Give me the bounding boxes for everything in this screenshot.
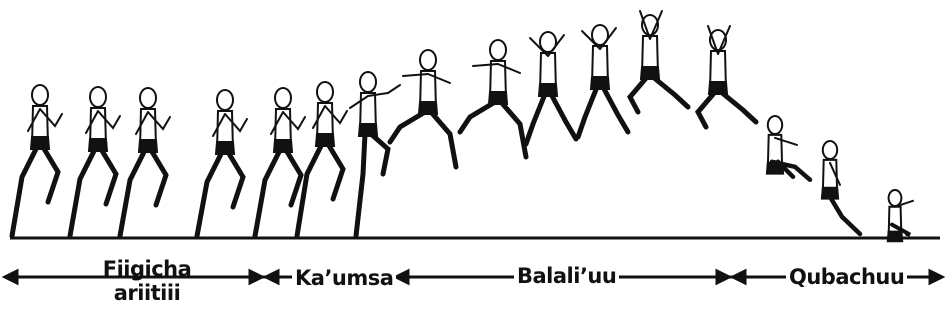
athlete-figure [252,87,306,239]
athlete-figures [9,10,914,243]
arrow-head-left-landing [729,268,747,286]
athlete-shorts [87,138,109,152]
athlete-legs [67,146,119,239]
athlete-head [216,89,234,111]
athlete-arms [27,108,63,132]
athlete-arms [894,199,914,208]
athlete-arms [85,110,121,134]
athlete-legs [694,89,759,130]
athlete-figure [626,10,691,115]
athlete-legs [353,131,391,239]
arrow-head-left-start [1,268,19,286]
athlete-figure [820,140,863,237]
athlete-head [419,49,437,71]
athlete-legs [523,91,579,147]
athlete-figure [294,81,348,239]
athlete-legs [387,109,459,170]
athlete-shorts [886,230,904,243]
athlete-arms [212,113,248,137]
athlete-figure [523,31,579,147]
athlete-figure [9,84,63,239]
athlete-legs [626,74,691,115]
athlete-shorts [29,136,51,150]
athlete-shorts [137,139,159,153]
phase-label-approach-line2: ariitiii [113,281,181,305]
arrow-head-right-approach [248,268,266,286]
phase-arrows [1,268,946,286]
phase-label-landing: Qubachuu [786,265,908,289]
athlete-legs [252,147,304,239]
athlete-arms [402,73,451,84]
athlete-legs [294,141,346,239]
arrow-head-right-end [928,268,946,286]
athlete-arms [135,111,171,135]
athlete-legs [575,84,631,140]
athlete-arms [829,161,841,186]
athlete-head [139,87,157,109]
athlete-figure [457,39,529,160]
athlete-arms [270,111,306,135]
athlete-shorts [272,139,294,153]
athlete-figure [765,115,813,183]
athlete-figure [117,87,171,239]
athlete-arms [774,136,798,146]
athlete-legs [117,147,169,239]
athlete-shorts [589,76,611,90]
athlete-figure [886,189,914,243]
athlete-figure [349,71,401,239]
athlete-legs [457,99,529,160]
athlete-figure [194,89,248,239]
athlete-head [489,39,507,61]
athlete-arms [639,10,663,40]
athlete-legs [769,159,813,183]
athlete-arms [349,84,401,109]
athlete-figure [67,86,121,239]
arrow-head-right-flight [715,268,733,286]
athlete-arms [312,105,348,129]
athlete-head [31,84,49,106]
athlete-shorts [537,83,559,97]
athlete-head [316,81,334,103]
athlete-head [887,189,903,207]
athlete-head [821,140,839,160]
athlete-head [89,86,107,108]
athlete-arms [581,27,617,50]
athlete-head [274,87,292,109]
athlete-shorts [214,141,236,155]
athlete-shorts [314,133,336,147]
athlete-arms [472,63,521,74]
athlete-legs [194,149,246,239]
athlete-figure [387,49,459,170]
arrow-head-left-takeoff [262,268,280,286]
athlete-legs [824,189,863,237]
arrow-head-left-flight [392,268,410,286]
athlete-legs [890,222,911,237]
phase-label-approach: Fiigicha ariitiii [88,257,206,305]
phase-label-takeoff: Ka’umsa [292,266,397,290]
athlete-arms [707,25,731,55]
athlete-head [766,115,784,135]
athlete-arms [529,34,565,57]
phase-label-flight: Balali’uu [514,264,620,288]
athlete-figure [694,25,759,130]
athlete-figure [575,24,631,140]
athlete-legs [9,144,61,239]
phase-label-approach-line1: Fiigicha [102,257,192,281]
athlete-head [359,71,377,93]
